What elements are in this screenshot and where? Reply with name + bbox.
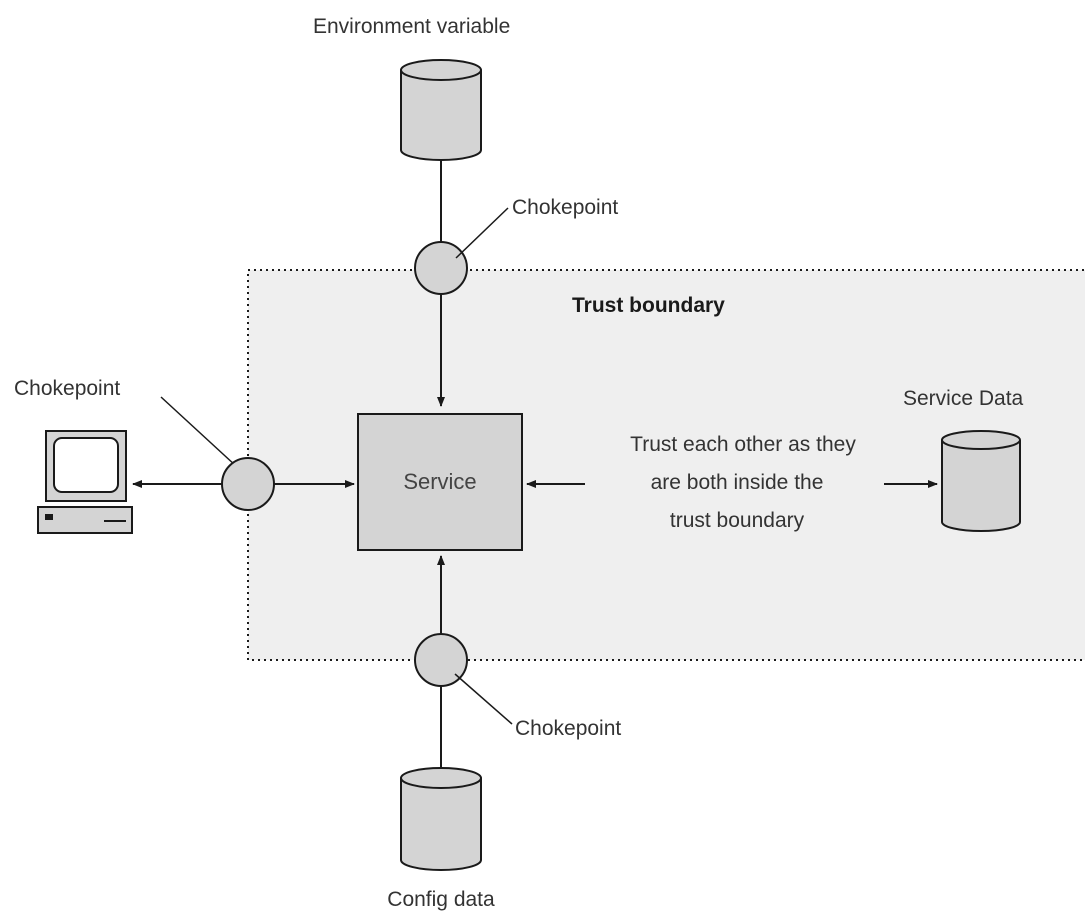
chokepoint-top-label: Chokepoint (512, 196, 618, 219)
service-data-label: Service Data (903, 387, 1024, 410)
environment-variable-label: Environment variable (313, 15, 510, 38)
service-box (357, 413, 523, 551)
service-label: Service (403, 469, 476, 494)
config-data-cylinder-icon (400, 767, 482, 871)
chokepoint-top-pointer (455, 207, 509, 259)
trust-note-line-2: are both inside the (651, 471, 824, 494)
chokepoint-bottom-pointer (454, 673, 513, 725)
chokepoint-left-label: Chokepoint (14, 377, 120, 400)
chokepoint-left-node (221, 457, 275, 511)
trust-note-line-3: trust boundary (670, 509, 805, 532)
service-data-cylinder-icon (941, 430, 1021, 532)
trust-note-line-1: Trust each other as they (630, 433, 856, 456)
chokepoint-top-node (414, 241, 468, 295)
trust-boundary-label: Trust boundary (572, 294, 725, 317)
config-data-label: Config data (387, 888, 495, 911)
chokepoint-left-pointer (160, 396, 237, 467)
computer-terminal-icon (37, 430, 133, 534)
environment-variable-cylinder-icon (400, 59, 482, 161)
chokepoint-bottom-label: Chokepoint (515, 717, 621, 740)
